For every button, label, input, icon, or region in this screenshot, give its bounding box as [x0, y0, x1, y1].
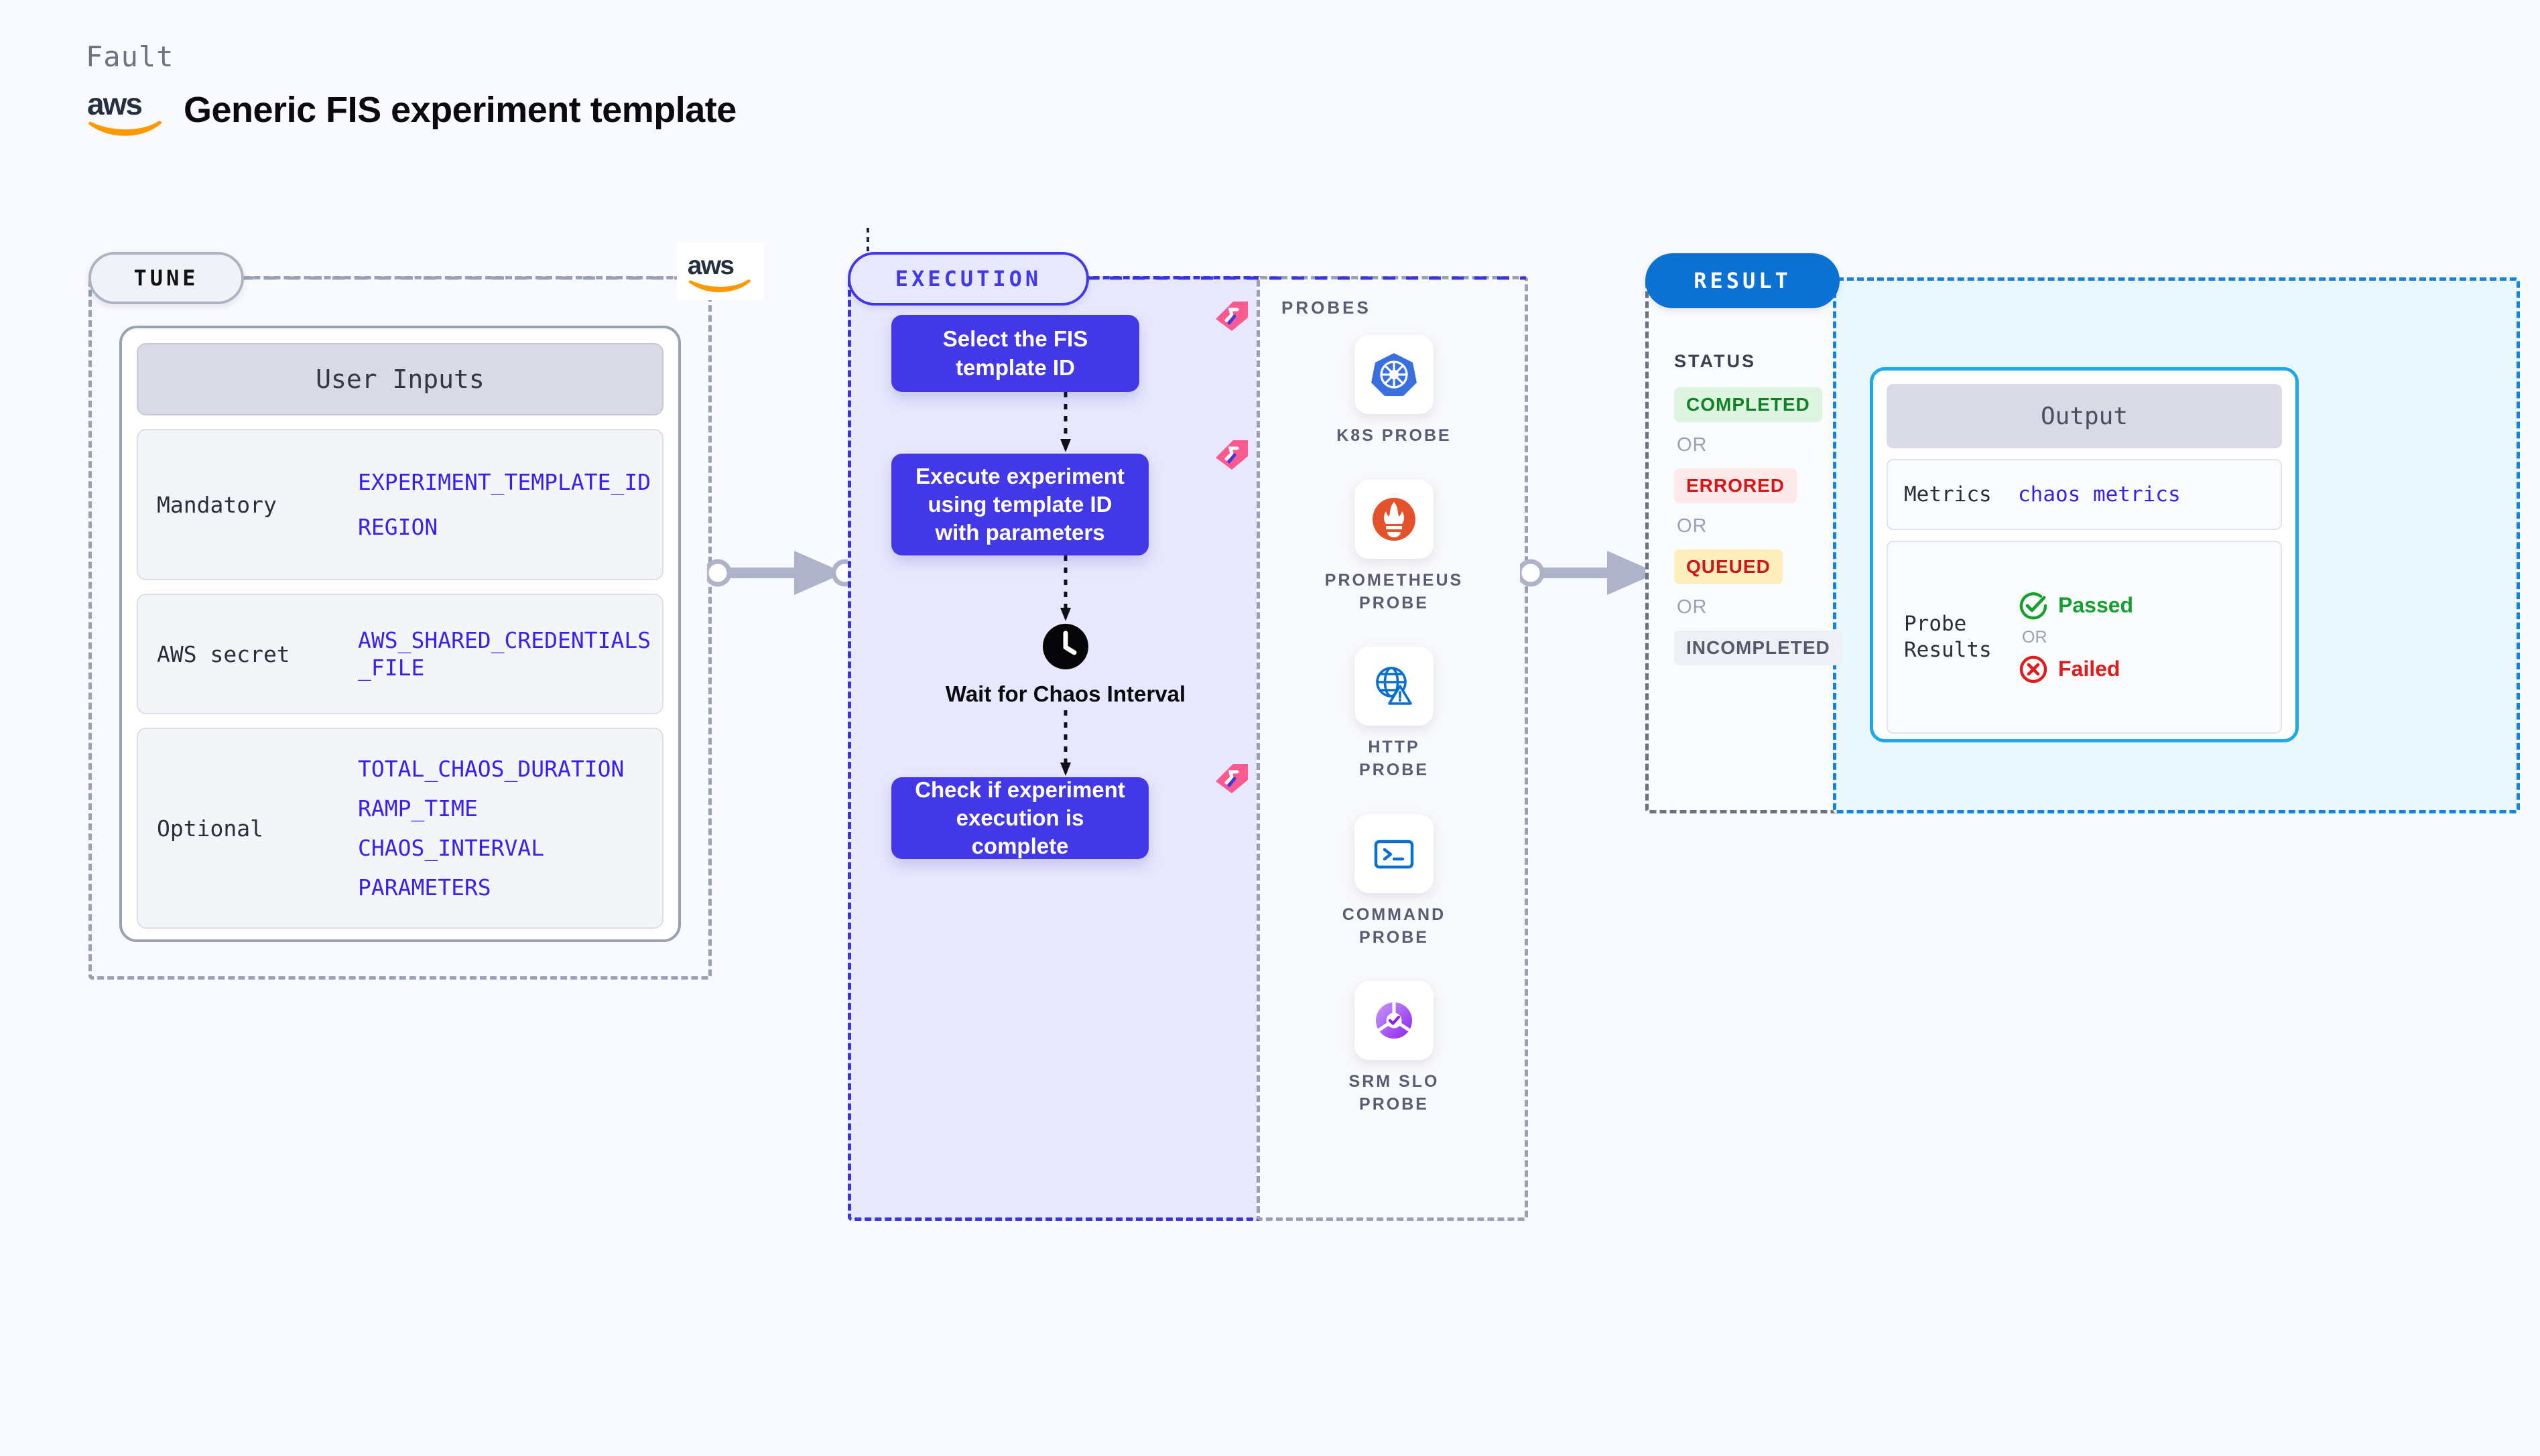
- user-inputs-title: User Inputs: [137, 343, 663, 415]
- connector-tune-to-execution: [707, 551, 858, 595]
- input-row-aws-secret: AWS secret AWS_SHARED_CREDENTIALS _FILE: [137, 594, 663, 714]
- flow-step-1[interactable]: Select the FIS template ID: [891, 302, 1248, 392]
- status-list: COMPLETED OR ERRORED OR QUEUED OR INCOMP…: [1674, 387, 1842, 665]
- probe-label: HTTP PROBE: [1359, 738, 1429, 779]
- litmus-badge-icon: [1216, 764, 1248, 794]
- probe-item-http[interactable]: HTTP PROBE: [1334, 647, 1454, 782]
- tune-phase-boundary: [88, 276, 712, 980]
- input-value: RAMP_TIME: [358, 795, 478, 821]
- svg-text:aws: aws: [87, 86, 141, 121]
- probe-result-failed: Failed: [2018, 654, 2133, 685]
- execution-top-tick: [867, 228, 869, 255]
- probe-label: K8S PROBE: [1336, 426, 1452, 445]
- input-value: EXPERIMENT_TEMPLATE_ID: [358, 468, 651, 495]
- x-circle-icon: [2019, 655, 2047, 683]
- or-separator: OR: [1677, 434, 1708, 456]
- input-row-label: AWS secret: [157, 641, 290, 667]
- execution-phase-label[interactable]: EXECUTION: [848, 252, 1089, 306]
- output-row-label: Metrics: [1904, 482, 1992, 507]
- failed-label: Failed: [2058, 657, 2120, 681]
- flow-step-3-wait: Wait for Chaos Interval: [891, 622, 1240, 708]
- probe-label: PROMETHEUS PROBE: [1324, 570, 1464, 612]
- metrics-value: chaos metrics: [2018, 482, 2181, 507]
- clock-icon: [1043, 624, 1088, 669]
- flow-arrow-2: [891, 555, 1240, 622]
- input-row-label: Mandatory: [157, 491, 277, 518]
- input-row-mandatory: Mandatory EXPERIMENT_TEMPLATE_ID REGION: [137, 429, 663, 580]
- execution-header-connector: [1087, 276, 1526, 280]
- output-card: Output Metrics chaos metrics Probe Resul…: [1870, 367, 2299, 742]
- output-card-title: Output: [1887, 384, 2282, 448]
- kubernetes-icon: [1371, 353, 1417, 396]
- input-row-optional: Optional TOTAL_CHAOS_DURATION RAMP_TIME …: [137, 728, 663, 929]
- flow-step-4[interactable]: Check if experiment execution is complet…: [891, 764, 1248, 860]
- output-row-metrics: Metrics chaos metrics: [1887, 459, 2282, 530]
- probe-label: SRM SLO PROBE: [1348, 1072, 1440, 1114]
- srm-slo-icon: [1376, 1000, 1412, 1039]
- or-separator: OR: [1677, 515, 1708, 537]
- check-circle-icon: [2019, 592, 2047, 619]
- litmus-badge-icon: [1216, 302, 1248, 331]
- terminal-icon: [1374, 840, 1414, 868]
- or-separator: OR: [2022, 627, 2047, 647]
- page-header: Fault aws Generic FIS experiment templat…: [86, 40, 737, 137]
- result-status-boundary: [1645, 277, 1841, 813]
- eyebrow-label: Fault: [86, 40, 174, 73]
- probe-label: COMMAND PROBE: [1342, 905, 1446, 947]
- status-badge-queued: QUEUED: [1674, 549, 1783, 584]
- input-value: REGION: [358, 514, 438, 540]
- wait-step-label: Wait for Chaos Interval: [945, 681, 1186, 706]
- step-box-label: Check if experiment execution is complet…: [891, 777, 1149, 860]
- probe-item-srm-slo[interactable]: SRM SLO PROBE: [1334, 981, 1454, 1116]
- probe-item-prometheus[interactable]: PROMETHEUS PROBE: [1325, 479, 1461, 615]
- input-row-label: Optional: [157, 815, 263, 842]
- input-value: AWS_SHARED_CREDENTIALS _FILE: [358, 626, 651, 681]
- probes-zone-boundary: [1257, 276, 1528, 1221]
- status-section-title: STATUS: [1674, 351, 1756, 371]
- result-phase-label[interactable]: RESULT: [1645, 253, 1840, 308]
- flow-arrow-1: [891, 392, 1240, 454]
- probes-section-title: PROBES: [1281, 297, 1371, 318]
- output-row-label: Probe Results: [1904, 612, 1992, 662]
- input-value: TOTAL_CHAOS_DURATION: [358, 755, 625, 782]
- probe-item-command[interactable]: COMMAND PROBE: [1334, 813, 1454, 949]
- output-row-probe-results: Probe Results Passed OR Failed: [1887, 541, 2282, 734]
- tune-header-connector: [241, 276, 690, 280]
- litmus-badge-icon: [1216, 440, 1248, 470]
- http-globe-icon: [1376, 667, 1412, 706]
- execution-flow: Select the FIS template ID Execute exper…: [891, 302, 1248, 860]
- probes-list: K8S PROBE PROMETHEUS PROBE: [1325, 335, 1461, 1148]
- input-value: CHAOS_INTERVAL: [358, 835, 545, 861]
- aws-logo: aws: [86, 85, 166, 137]
- aws-badge-tile: aws: [677, 243, 764, 300]
- passed-label: Passed: [2058, 593, 2134, 617]
- flow-step-2[interactable]: Execute experiment using template ID wit…: [891, 440, 1248, 555]
- status-badge-errored: ERRORED: [1674, 468, 1797, 503]
- status-badge-incompleted: INCOMPLETED: [1674, 631, 1842, 665]
- svg-text:aws: aws: [688, 251, 735, 280]
- flow-arrow-3: [891, 708, 1240, 777]
- probe-result-passed: Passed: [2018, 590, 2133, 621]
- tune-phase-label[interactable]: TUNE: [88, 252, 244, 304]
- probe-item-k8s[interactable]: K8S PROBE: [1334, 335, 1454, 448]
- prometheus-icon: [1373, 497, 1415, 541]
- page-title: Generic FIS experiment template: [184, 90, 737, 130]
- user-inputs-card: User Inputs Mandatory EXPERIMENT_TEMPLAT…: [119, 326, 681, 942]
- or-separator: OR: [1677, 596, 1708, 618]
- input-value: PARAMETERS: [358, 874, 491, 901]
- step-box-label: Select the FIS template ID: [891, 315, 1139, 392]
- step-box-label: Execute experiment using template ID wit…: [891, 454, 1149, 555]
- status-badge-completed: COMPLETED: [1674, 387, 1822, 422]
